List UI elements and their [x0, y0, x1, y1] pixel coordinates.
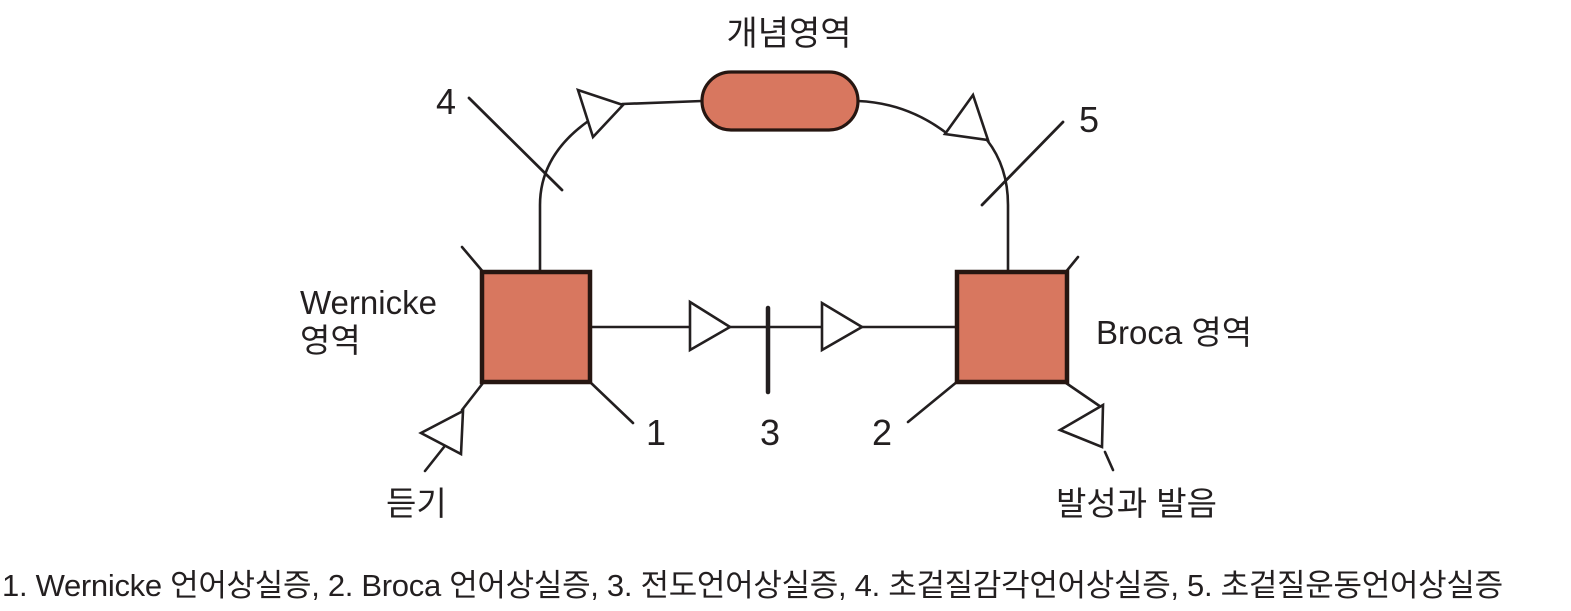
wernicke-topleft-stub [460, 245, 486, 275]
broca-lesion2-stub [906, 379, 960, 424]
lesion-marker-4: 4 [435, 81, 457, 122]
speech-triangle-icon [1057, 402, 1105, 449]
lesion-5-slash [980, 120, 1065, 207]
listening-tail-line [423, 445, 446, 473]
lesion-marks [467, 96, 1065, 395]
lesion-marker-1: 1 [645, 412, 667, 453]
wernicke-area-label: Wernicke 영역 [300, 284, 437, 359]
concept-left-lead [620, 99, 704, 106]
arcuate-right-triangle-icon [820, 300, 865, 353]
wernicke-lesion1-stub [587, 379, 635, 425]
wernicke-to-concept-curve [538, 120, 589, 275]
concept-area-label: 개념영역 [726, 15, 852, 53]
lesion-4-slash [467, 96, 564, 192]
speech-label: 발성과 발음 [1056, 485, 1217, 522]
connection-lines [423, 99, 1115, 473]
synapse-triangles [418, 87, 1105, 457]
lesion-marker-5: 5 [1078, 99, 1100, 140]
listening-triangle-icon [418, 408, 465, 457]
broca-area-box [954, 269, 1070, 385]
speech-tail-line [1103, 450, 1115, 472]
upper-left-triangle-icon [575, 87, 626, 140]
listening-to-wernicke-line [460, 381, 485, 412]
wernicke-area-box [479, 269, 593, 385]
concept-right-lead [856, 99, 947, 134]
broca-area-label: Broca 영역 [1096, 314, 1253, 351]
concept-area-box [700, 70, 860, 132]
upper-right-triangle-icon [942, 92, 990, 142]
lesion-marker-2: 2 [871, 412, 893, 453]
concept-to-broca-curve [985, 138, 1010, 275]
broca-to-speech-line [1064, 381, 1103, 409]
listening-label: 듣기 [386, 485, 447, 522]
arcuate-left-triangle-icon [688, 299, 733, 353]
lesion-marker-3: 3 [759, 412, 781, 453]
figure-caption: 1. Wernicke 언어상실증, 2. Broca 언어상실증, 3. 전도… [2, 568, 1503, 603]
